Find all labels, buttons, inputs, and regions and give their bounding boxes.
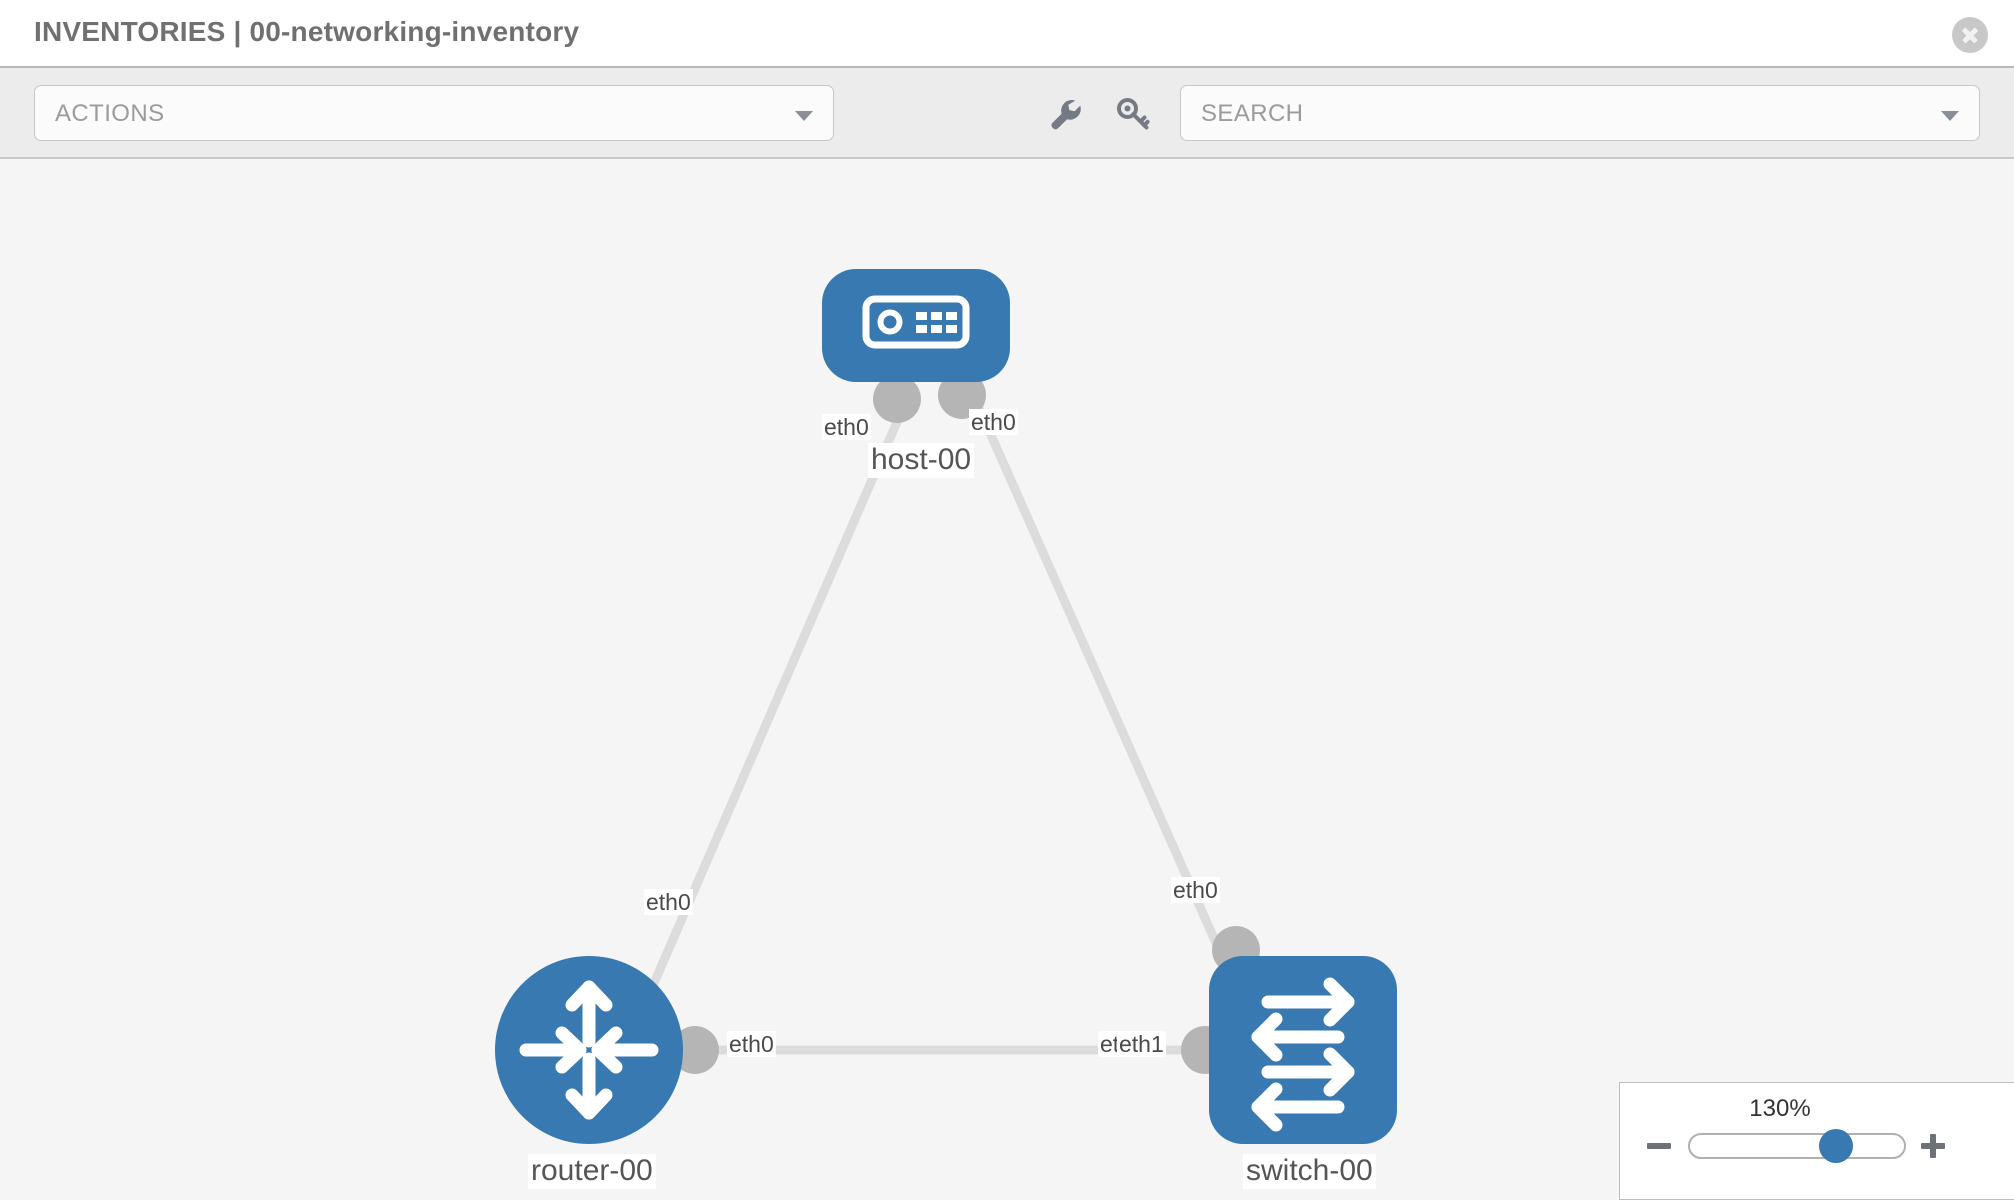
edge-label-host-eth0-right: eth0 bbox=[969, 409, 1018, 436]
actions-dropdown-label: ACTIONS bbox=[55, 100, 165, 127]
zoom-level-value: 130% bbox=[1749, 1095, 1811, 1122]
topology-canvas[interactable]: eth0 eth0 host-00 eth0 eth0 eth0 eth eth… bbox=[0, 159, 2014, 1200]
chevron-down-icon bbox=[795, 111, 813, 121]
node-router-00[interactable] bbox=[495, 956, 683, 1144]
chevron-down-icon[interactable] bbox=[1941, 111, 1959, 121]
topology-graph bbox=[495, 269, 1397, 1144]
edge-label-switch-eth1: eth1 bbox=[1117, 1031, 1166, 1058]
server-icon bbox=[862, 295, 970, 349]
actions-dropdown[interactable]: ACTIONS bbox=[34, 85, 834, 141]
node-host-00[interactable] bbox=[822, 269, 1010, 382]
node-label-host-00: host-00 bbox=[868, 443, 975, 478]
page-header: INVENTORIES | 00-networking-inventory bbox=[0, 0, 2014, 68]
connector-nub bbox=[671, 1026, 719, 1074]
connector-nub bbox=[938, 371, 986, 419]
page-title: INVENTORIES | 00-networking-inventory bbox=[34, 16, 580, 47]
search-input[interactable]: SEARCH bbox=[1180, 85, 1980, 141]
node-label-router-00: router-00 bbox=[528, 1154, 656, 1189]
node-switch-00[interactable] bbox=[1209, 956, 1397, 1144]
close-icon[interactable] bbox=[1952, 17, 1988, 53]
edge-label-router-eth0-uplink: eth0 bbox=[644, 889, 693, 916]
zoom-control-panel: 130% bbox=[1619, 1082, 2014, 1200]
search-placeholder: SEARCH bbox=[1201, 100, 1304, 127]
zoom-slider-track[interactable] bbox=[1688, 1133, 1906, 1159]
router-arrows-icon bbox=[519, 980, 659, 1120]
edge-host-switch[interactable] bbox=[970, 394, 1248, 1009]
edge-label-switch-eth0-uplink: eth0 bbox=[1171, 877, 1220, 904]
zoom-out-button[interactable] bbox=[1644, 1131, 1674, 1161]
switch-arrows-icon bbox=[1251, 977, 1355, 1132]
zoom-in-button[interactable] bbox=[1918, 1131, 1948, 1161]
zoom-slider-thumb[interactable] bbox=[1819, 1129, 1853, 1163]
edge-label-router-eth0: eth0 bbox=[727, 1031, 776, 1058]
connector-nub bbox=[873, 375, 921, 423]
toolbar: ACTIONS SEARCH bbox=[0, 68, 2014, 159]
edge-label-host-eth0-left: eth0 bbox=[822, 414, 871, 441]
key-icon[interactable] bbox=[1113, 94, 1153, 134]
wrench-icon[interactable] bbox=[1046, 94, 1086, 134]
node-label-switch-00: switch-00 bbox=[1243, 1154, 1376, 1189]
